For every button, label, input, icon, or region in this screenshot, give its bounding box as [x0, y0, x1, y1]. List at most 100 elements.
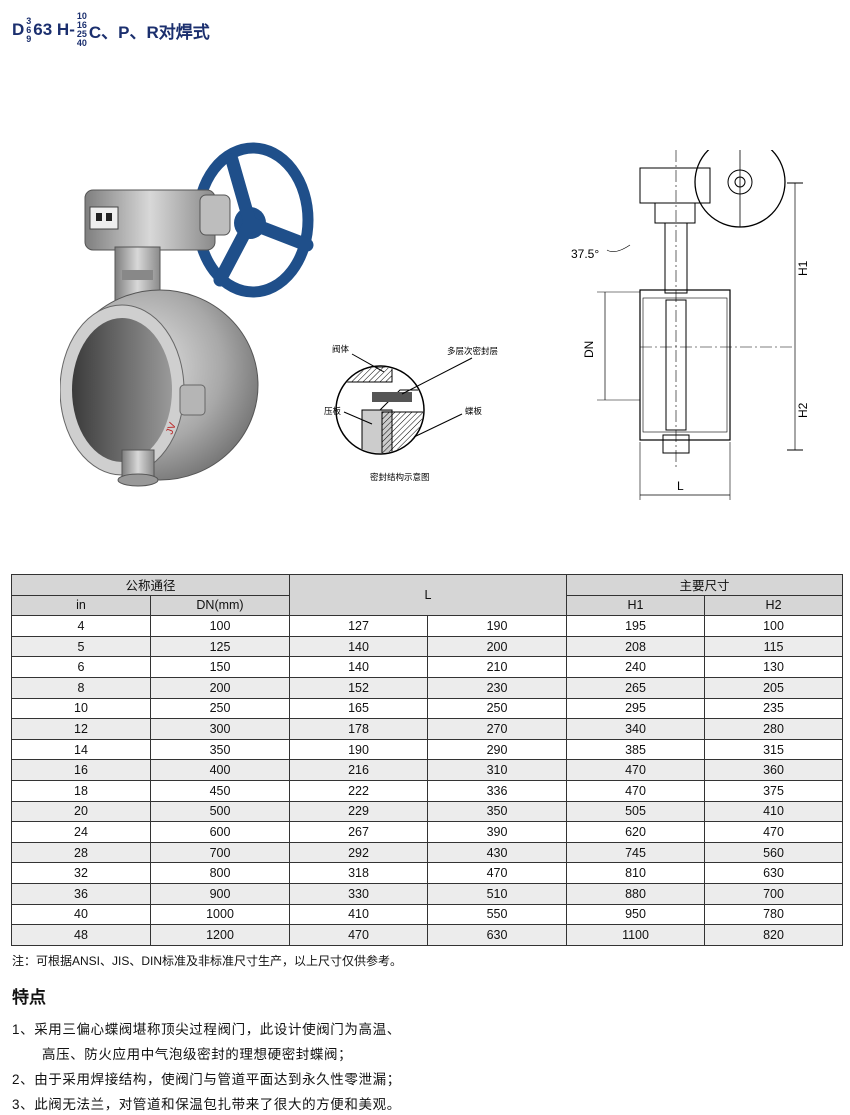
table-cell: 295: [566, 697, 706, 720]
table-cell: 450: [149, 779, 291, 802]
header-nominal: 公称通径: [10, 574, 291, 596]
table-cell: 127: [289, 615, 429, 637]
table-cell: 216: [289, 759, 429, 781]
valve-drawing: 37.5° H1 H2 DN L: [571, 150, 810, 500]
table-cell: 165: [289, 697, 429, 720]
h1-label: H1: [796, 260, 810, 276]
table-header-row-2: in DN(mm) H1 H2: [11, 594, 844, 617]
table-cell: 340: [566, 718, 706, 740]
label-pressure-plate: 压板: [324, 406, 342, 416]
table-cell: 190: [427, 615, 568, 637]
label-valve-body: 阀体: [332, 344, 350, 354]
title-stack-1-c: 9: [26, 33, 32, 44]
table-cell: 150: [149, 656, 291, 678]
angle-label: 37.5°: [571, 247, 599, 261]
table-cell: 470: [566, 779, 706, 802]
table-cell: 430: [427, 841, 568, 864]
table-cell: 140: [289, 656, 429, 678]
valve-photo: JV: [60, 142, 314, 487]
table-cell: 810: [566, 862, 706, 884]
svg-text:JV: JV: [164, 421, 178, 436]
table-cell: 115: [704, 635, 844, 658]
feature-line-4: 3、此阀无法兰，对管道和保温包扎带来了很大的方便和美观。: [12, 1097, 401, 1112]
table-cell: 5: [11, 635, 151, 658]
table-cell: 270: [427, 718, 568, 740]
header-l: L: [289, 573, 568, 617]
table-cell: 600: [149, 821, 291, 843]
feature-line-2-text: 高压、防火应用中气泡级密封的理想硬密封蝶阀；: [42, 1047, 353, 1062]
l-label: L: [677, 479, 684, 493]
table-cell: 36: [11, 882, 151, 905]
table-cell: 100: [149, 615, 291, 637]
table-cell: 630: [427, 924, 568, 946]
table-cell: 1000: [149, 903, 291, 926]
note-text: 注：可根据ANSI、JIS、DIN标准及非标准尺寸生产，以上尺寸仅供参考。: [12, 954, 403, 968]
header-in: in: [11, 594, 151, 617]
feature-line-1: 1、采用三偏心蝶阀堪称顶尖过程阀门，此设计使阀门为高温、: [12, 1022, 401, 1037]
table-cell: 375: [704, 779, 844, 802]
table-cell: 500: [149, 800, 291, 823]
table-cell: 250: [427, 697, 568, 720]
table-cell: 1200: [149, 924, 291, 946]
detail-caption: 密封结构示意图: [370, 472, 430, 482]
table-cell: 300: [149, 718, 291, 740]
table-cell: 140: [289, 635, 429, 658]
dn-label: DN: [582, 341, 596, 358]
table-cell: 510: [427, 882, 568, 905]
title-stack-1-a: 3: [26, 15, 32, 26]
title-prefix: D: [12, 20, 25, 39]
title-mid: 63 H-: [33, 20, 75, 39]
table-cell: 550: [427, 903, 568, 926]
table-cell: 745: [566, 841, 706, 864]
page-title: D 3 6 9 63 H- 10 16 25 40 C、P、R对焊式: [12, 12, 210, 48]
table-cell: 40: [11, 903, 151, 926]
feature-line-3: 2、由于采用焊接结构，使阀门与管道平面达到永久性零泄漏；: [12, 1072, 401, 1087]
table-cell: 280: [704, 718, 844, 740]
table-cell: 315: [704, 738, 844, 761]
table-cell: 400: [149, 759, 291, 781]
header-h1: H1: [566, 594, 706, 617]
title-stack-2-b: 16: [76, 20, 87, 30]
table-cell: 265: [566, 676, 706, 699]
table-cell: 820: [704, 924, 844, 946]
table-cell: 200: [427, 635, 568, 658]
table-cell: 700: [704, 882, 844, 905]
feature-line-2: 高压、防火应用中气泡级密封的理想硬密封蝶阀；: [42, 1043, 352, 1063]
table-cell: 14: [11, 738, 151, 761]
table-cell: 210: [427, 656, 568, 678]
title-stack-1-b: 6: [26, 24, 32, 35]
table-cell: 310: [427, 759, 568, 781]
table-cell: 350: [427, 800, 568, 823]
table-cell: 48: [11, 924, 151, 946]
table-cell: 800: [149, 862, 291, 884]
table-cell: 18: [11, 779, 151, 802]
table-cell: 125: [149, 635, 291, 658]
table-cell: 505: [566, 800, 706, 823]
table-cell: 235: [704, 697, 844, 720]
table-cell: 318: [289, 862, 429, 884]
table-cell: 230: [427, 676, 568, 699]
title-stack-1: 3 6 9: [26, 15, 32, 44]
table-cell: 6: [11, 656, 151, 678]
table-cell: 100: [704, 615, 844, 637]
title-stack-2-c: 25: [76, 29, 87, 39]
table-cell: 195: [566, 615, 706, 637]
table-cell: 28: [11, 841, 151, 864]
table-cell: 880: [566, 882, 706, 905]
table-cell: 900: [149, 882, 291, 905]
title-stack-2: 10 16 25 40: [77, 12, 87, 48]
table-cell: 780: [704, 903, 844, 926]
table-cell: 32: [11, 862, 151, 884]
